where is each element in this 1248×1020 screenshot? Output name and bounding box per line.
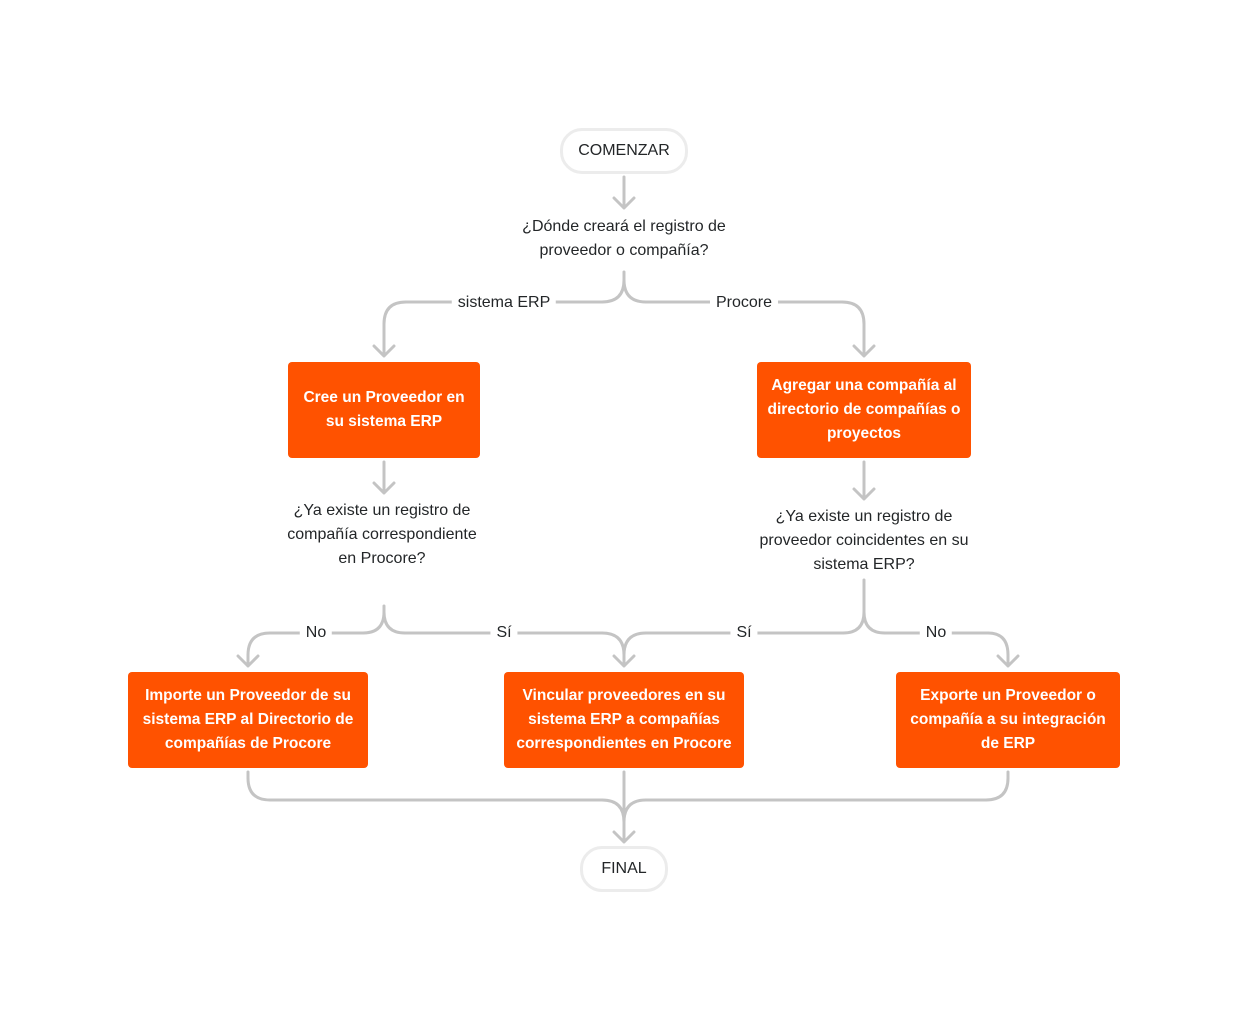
step-add-company-directory-label: Agregar una compañía al directorio de co…: [767, 377, 961, 442]
branch-label-procore: Procore: [709, 293, 779, 313]
step-import-vendor: Importe un Proveedor de su sistema ERP a…: [128, 672, 368, 768]
step-create-vendor-erp: Cree un Proveedor en su sistema ERP: [288, 362, 480, 458]
question-vendor-exists: ¿Ya existe un registro de proveedor coin…: [759, 508, 969, 573]
branch-line-si-right: [622, 578, 866, 657]
end-node: FINAL: [580, 846, 668, 892]
branch-line-erp: [372, 270, 626, 358]
arrow-to-final: [612, 770, 636, 844]
step-export-vendor-label: Exporte un Proveedor o compañía a su int…: [910, 687, 1106, 752]
branch-label-si-right: Sí: [730, 623, 758, 643]
branch-line-procore: [622, 278, 876, 358]
branch-line-no-right: [862, 610, 1020, 668]
merge-line-left: [246, 770, 626, 824]
step-export-vendor: Exporte un Proveedor o compañía a su int…: [896, 672, 1120, 768]
arrow-procore-to-question: [852, 460, 876, 501]
question-company-exists: ¿Ya existe un registro de compañía corre…: [287, 502, 477, 567]
question-where-create: ¿Dónde creará el registro de proveedor o…: [522, 218, 726, 259]
step-create-vendor-erp-label: Cree un Proveedor en su sistema ERP: [303, 389, 465, 430]
start-label: COMENZAR: [578, 142, 670, 159]
start-node: COMENZAR: [560, 128, 688, 174]
merge-line-right: [622, 770, 1010, 824]
step-import-vendor-label: Importe un Proveedor de su sistema ERP a…: [142, 687, 354, 752]
arrow-erp-to-question: [372, 460, 396, 495]
branch-label-erp: sistema ERP: [451, 293, 557, 313]
branch-label-no-left: No: [299, 623, 333, 643]
step-link-vendors: Vincular proveedores en su sistema ERP a…: [504, 672, 744, 768]
step-link-vendors-label: Vincular proveedores en su sistema ERP a…: [516, 687, 732, 752]
branch-line-si-left: [382, 610, 636, 668]
end-label: FINAL: [601, 860, 647, 877]
step-add-company-directory: Agregar una compañía al directorio de co…: [757, 362, 971, 458]
branch-label-si-left: Sí: [490, 623, 518, 643]
arrow-start-to-question: [612, 175, 636, 210]
branch-label-no-right: No: [919, 623, 953, 643]
